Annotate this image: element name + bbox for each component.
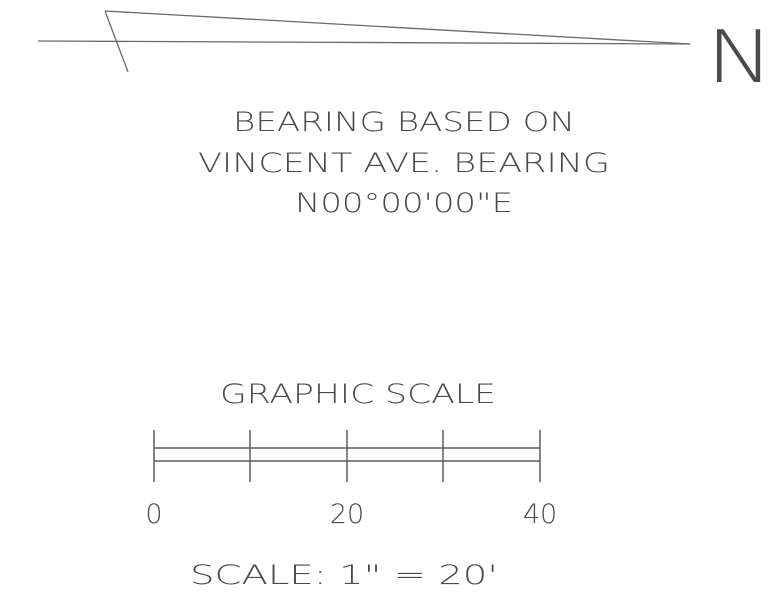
graphic-scale: GRAPHIC SCALE 0 20 40 SCALE: 1" = 20' [145,379,557,591]
bearing-note-line-1: BEARING BASED ON [233,107,575,138]
north-arrow-letter: N [706,15,774,99]
scale-tick-label-0: 0 [145,499,162,530]
north-arrow-left-edge [104,10,129,73]
bearing-note-line-3: N00°00'00"E [295,188,513,219]
north-arrow-baseline [37,40,691,45]
north-arrow: N [37,10,774,99]
scale-tick-label-20: 20 [330,499,364,530]
scale-bar [153,430,541,482]
north-arrow-upper-edge [104,10,691,45]
scale-ratio-text: SCALE: 1" = 20' [190,560,498,591]
graphic-scale-title: GRAPHIC SCALE [220,379,496,410]
scale-tick-label-40: 40 [523,499,557,530]
bearing-note: BEARING BASED ON VINCENT AVE. BEARING N0… [198,107,610,219]
bearing-note-line-2: VINCENT AVE. BEARING [198,148,610,179]
